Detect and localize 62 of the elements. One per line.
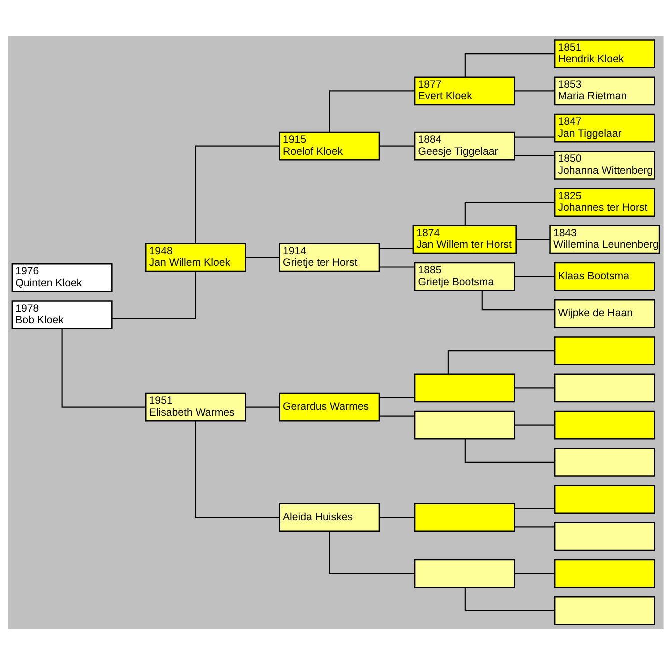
node-box: 1851 Hendrik Kloek (554, 40, 656, 68)
node-box (414, 559, 516, 588)
node-box: 1847 Jan Tiggelaar (554, 114, 656, 143)
connector (515, 388, 555, 389)
node-box: 1885 Grietje Bootsma (414, 262, 516, 292)
connector (380, 397, 415, 398)
node-box: 1850 Johanna Wittenberg (554, 151, 656, 180)
connector (329, 532, 415, 574)
node-box (414, 374, 516, 403)
connector (482, 290, 555, 311)
connector (515, 136, 555, 138)
connector (515, 424, 555, 426)
connector (448, 350, 555, 374)
node-box (554, 336, 656, 366)
connector (62, 329, 146, 408)
connector (464, 588, 555, 612)
connector (515, 526, 555, 528)
connector (380, 146, 415, 147)
node-box: 1874 Jan Willem ter Horst (412, 225, 517, 254)
node-box (414, 503, 516, 532)
connector (380, 266, 415, 268)
connector (380, 517, 415, 518)
node-box: 1843 Willemina Leunenberg (550, 225, 660, 254)
connector (516, 239, 550, 240)
node-box (554, 559, 656, 588)
connector (515, 90, 555, 92)
node-box (554, 596, 656, 626)
node-box: Wijpke de Haan (554, 300, 656, 328)
connector (464, 439, 555, 463)
connector (380, 416, 415, 417)
node-box: 1915 Roelof Kloek (279, 132, 380, 161)
node-box: 1951 Elisabeth Warmes (145, 392, 246, 422)
node-box: 1976 Quinten Kloek (12, 263, 113, 292)
connector (515, 276, 555, 278)
connector (380, 248, 414, 250)
node-box: 1978 Bob Kloek (12, 300, 113, 330)
connector (195, 146, 280, 244)
connector (515, 573, 555, 574)
node-box (554, 448, 656, 477)
node-box (554, 485, 656, 514)
node-box: Aleida Huiskes (279, 503, 380, 532)
node-box: 1877 Evert Kloek (414, 76, 516, 106)
connector (464, 54, 555, 78)
node-box (554, 522, 656, 552)
connector (515, 155, 555, 156)
node-box: 1914 Grietje ter Horst (279, 243, 380, 272)
node-box (414, 410, 516, 440)
connector (464, 202, 555, 226)
node-box (554, 410, 656, 440)
connector (329, 90, 415, 132)
node-box (554, 374, 656, 403)
connector (195, 421, 280, 518)
connector (246, 257, 280, 258)
node-box: 1948 Jan Willem Kloek (145, 243, 246, 272)
node-box: 1825 Johannes ter Horst (554, 188, 656, 217)
node-box: 1853 Maria Rietman (554, 76, 656, 106)
node-box: Klaas Bootsma (554, 262, 656, 292)
connector (112, 272, 196, 320)
node-box: Gerardus Warmes (279, 392, 380, 422)
node-box: 1884 Geesje Tiggelaar (414, 132, 516, 161)
connector (246, 406, 280, 408)
connector (515, 508, 555, 510)
